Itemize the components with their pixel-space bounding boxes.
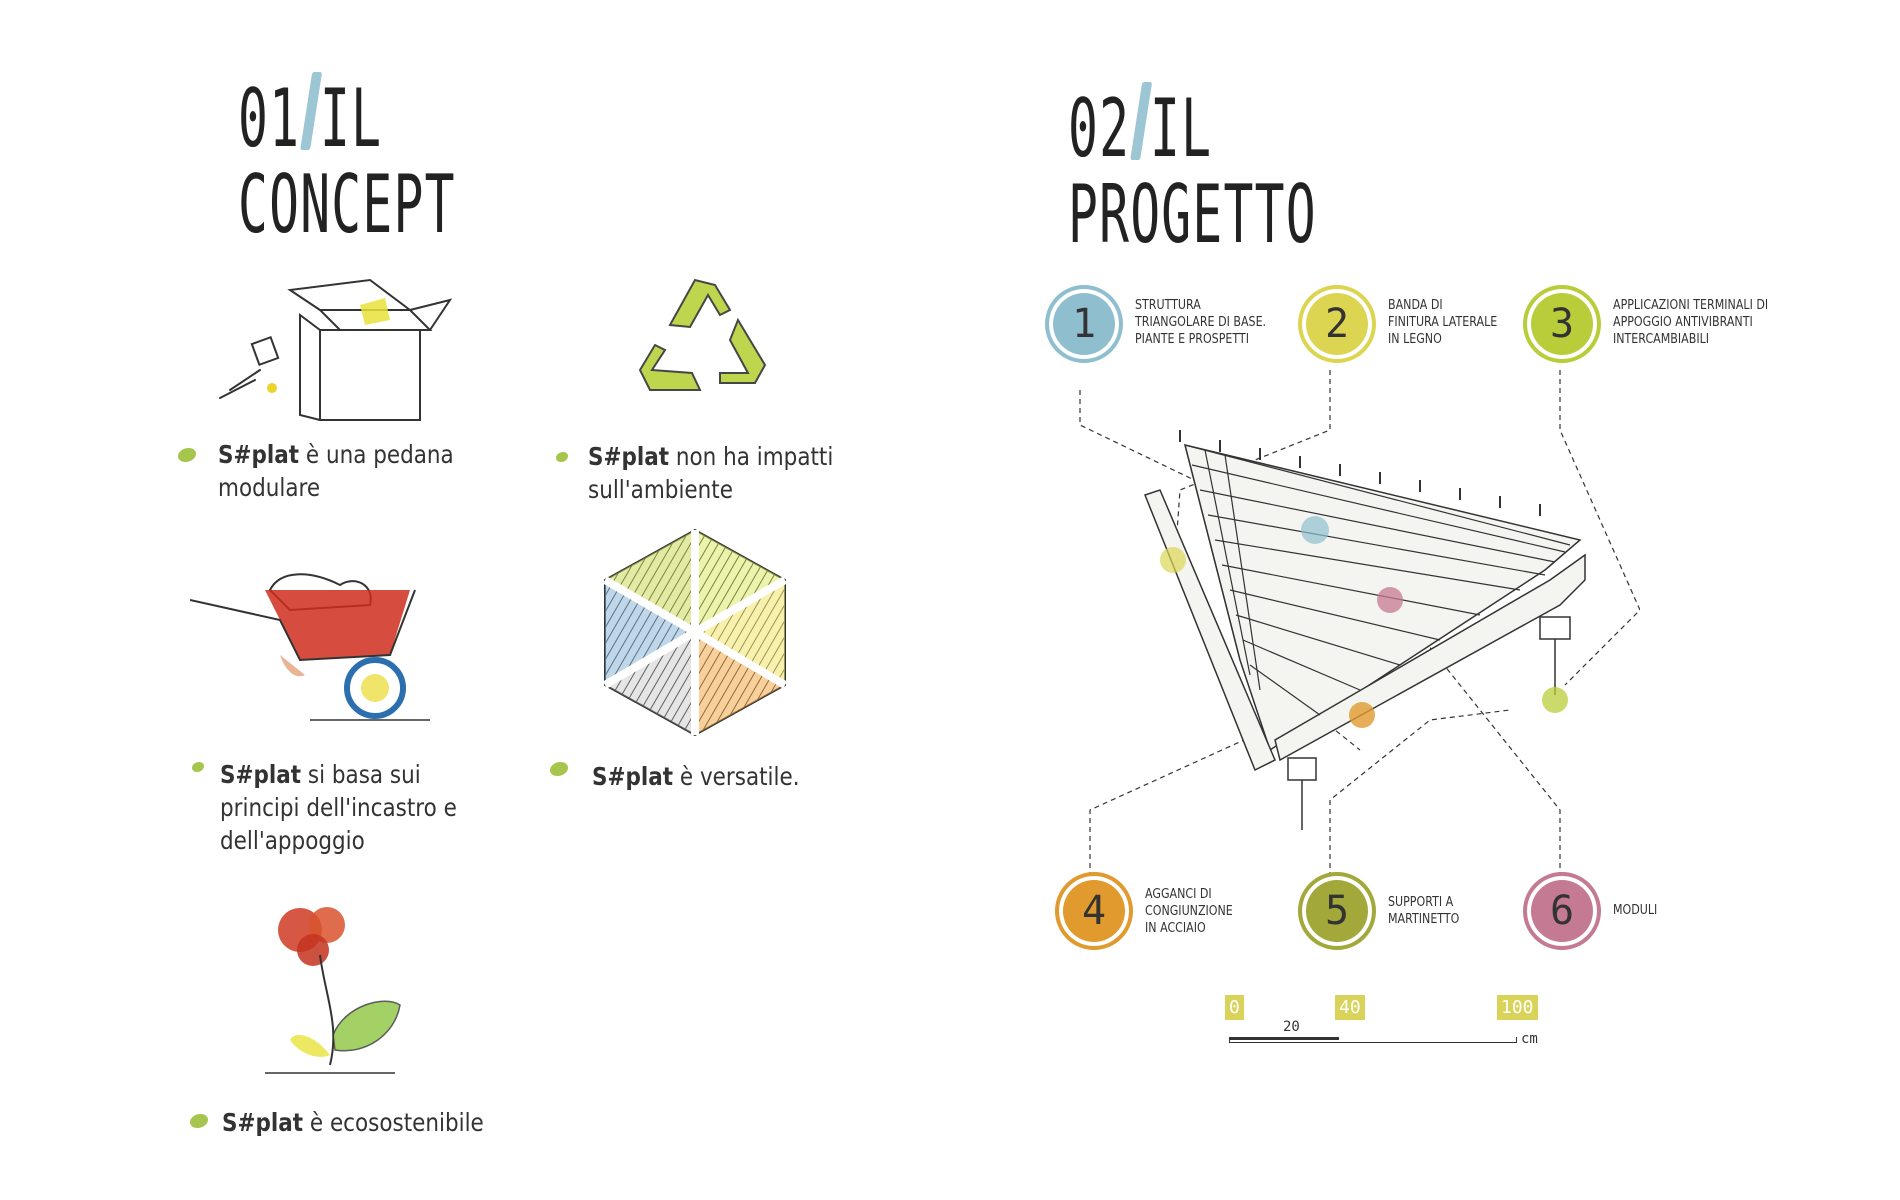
legend-text-3: APPLICAZIONI TERMINALI DI APPOGGIO ANTIV… — [1613, 297, 1769, 347]
concept-item-2: S#plat non ha impatti sull'ambiente — [588, 442, 834, 504]
legend-text-6: MODULI — [1613, 902, 1658, 918]
legend-text-1: STRUTTURA TRIANGOLARE DI BASE. PIANTE E … — [1135, 297, 1267, 347]
concept-item-3: S#plat si basa sui principi dell'incastr… — [220, 760, 457, 855]
legend-text-2: BANDA DI FINITURA LATERALE IN LEGNO — [1388, 297, 1498, 347]
bullet-leaf-icon — [550, 762, 568, 776]
project-number: 02 — [1068, 82, 1131, 175]
legend-text-4: AGGANCI DI CONGIUNZIONE IN ACCIAIO — [1145, 886, 1233, 936]
bullet-leaf-icon — [178, 448, 196, 462]
bullet-leaf-icon — [556, 452, 568, 462]
hexagon-illustration — [602, 528, 788, 737]
scale-tick-0: 0 — [1225, 995, 1244, 1020]
legend-badge-5: 5 — [1298, 872, 1376, 950]
scale-tick-100: 100 — [1497, 995, 1538, 1020]
wheelbarrow-illustration — [190, 573, 430, 721]
exploded-platform-drawing — [1079, 370, 1640, 890]
concept-item-5: S#plat è ecosostenibile — [222, 1108, 484, 1137]
flower-illustration — [265, 907, 401, 1074]
scale-bar: 0 40 100 20 cm — [1225, 995, 1545, 1055]
scale-mid-label: 20 — [1283, 1019, 1300, 1035]
legend-badge-4: 4 — [1055, 872, 1133, 950]
legend-badge-3: 3 — [1523, 285, 1601, 363]
legend-item-2: 2 BANDA DI FINITURA LATERALE IN LEGNO — [1298, 285, 1497, 363]
concept-word2: CONCEPT — [238, 158, 456, 251]
legend-item-5: 5 SUPPORTI A MARTINETTO — [1298, 872, 1459, 950]
project-word2: PROGETTO — [1068, 168, 1317, 261]
concept-item-1: S#plat è una pedana modulare — [218, 440, 454, 502]
scale-line-fill — [1229, 1037, 1339, 1040]
scale-tick-40: 40 — [1335, 995, 1365, 1020]
legend-badge-2: 2 — [1298, 285, 1376, 363]
legend-badge-1: 1 — [1045, 285, 1123, 363]
recycle-illustration — [638, 278, 767, 391]
box-illustration — [219, 278, 453, 421]
legend-item-1: 1 STRUTTURA TRIANGOLARE DI BASE. PIANTE … — [1045, 285, 1266, 363]
project-word1: IL — [1150, 82, 1213, 175]
legend-badge-6: 6 — [1523, 872, 1601, 950]
concept-number: 01 — [238, 72, 301, 165]
concept-item-4: S#plat è versatile. — [592, 762, 800, 791]
legend-item-4: 4 AGGANCI DI CONGIUNZIONE IN ACCIAIO — [1055, 872, 1233, 950]
legend-item-3: 3 APPLICAZIONI TERMINALI DI APPOGGIO ANT… — [1523, 285, 1768, 363]
scale-line — [1229, 1037, 1517, 1043]
concept-word1: IL — [320, 72, 383, 165]
bullet-leaf-icon — [192, 762, 204, 772]
scale-unit: cm — [1521, 1031, 1538, 1047]
legend-item-6: 6 MODULI — [1523, 872, 1657, 950]
bullet-leaf-icon — [190, 1114, 208, 1128]
legend-text-5: SUPPORTI A MARTINETTO — [1388, 894, 1460, 927]
